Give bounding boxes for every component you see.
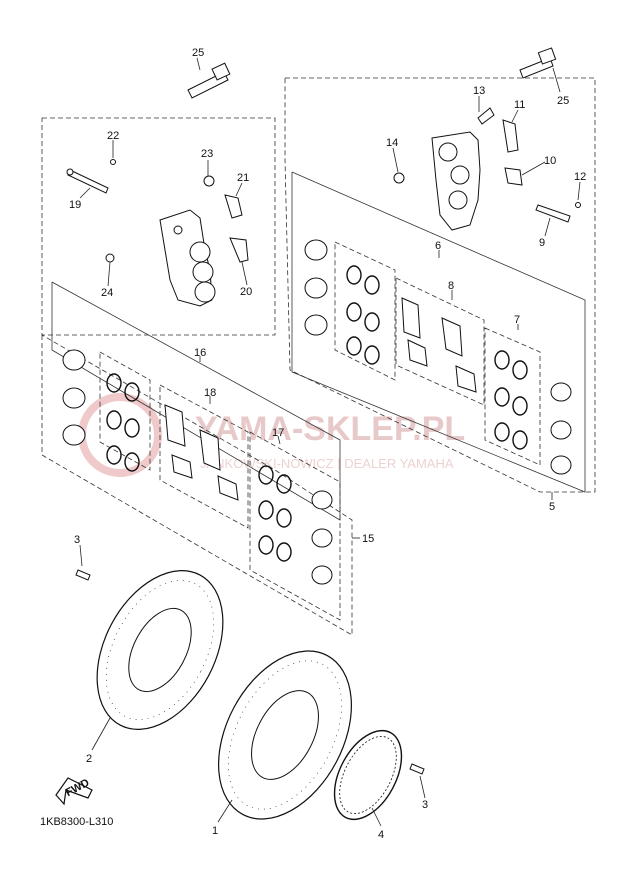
left-caliper [159, 209, 216, 307]
pad-box-8 [395, 277, 485, 406]
seal-box-17 [249, 431, 341, 621]
bolt-25-left [187, 62, 231, 99]
seal-box-6 [334, 241, 396, 381]
bleed-23 [203, 175, 215, 187]
callout-4: 4 [378, 829, 384, 841]
callout-10: 10 [544, 155, 556, 167]
left-pads-18 [164, 404, 239, 501]
callout-25-right: 25 [557, 95, 569, 107]
callout-1: 1 [212, 825, 218, 837]
washer-24 [105, 253, 115, 263]
washer-14 [393, 172, 405, 184]
spring-10 [504, 167, 523, 186]
sensor-rotor-4 [333, 729, 403, 821]
callout-25-left: 25 [192, 47, 204, 59]
leader-lines [79, 57, 581, 827]
spring-21 [224, 194, 243, 219]
callout-8: 8 [448, 280, 454, 292]
callout-6: 6 [435, 240, 441, 252]
callout-20: 20 [240, 286, 252, 298]
seal-box-7 [484, 327, 541, 466]
callout-11: 11 [514, 99, 525, 111]
clip-22 [110, 159, 116, 165]
callout-7: 7 [514, 314, 520, 326]
callouts: 25 22 23 21 19 24 20 16 18 17 15 13 11 1… [69, 47, 586, 841]
left-kit-box [41, 334, 353, 636]
left-pistons-a [62, 349, 86, 446]
callout-15: 15 [362, 533, 374, 545]
watermark-sub: JANKOWSKI-NOWICZ | DEALER YAMAHA [200, 456, 454, 471]
callout-21: 21 [237, 172, 249, 184]
watermark-main: YAMA-SKLEP.PL [195, 410, 465, 448]
brake-disc-1 [218, 650, 352, 820]
right-kit-box [291, 171, 586, 493]
pad-box-18 [159, 384, 249, 529]
bolt-25-right [519, 47, 557, 79]
seal-box-16 [99, 351, 151, 471]
callout-24: 24 [101, 287, 113, 299]
right-pistons-a [304, 239, 328, 336]
callout-5: 5 [549, 501, 555, 513]
bolt-3-right [409, 763, 425, 775]
callout-23: 23 [201, 148, 213, 160]
bolt-3-left [75, 569, 91, 581]
left-seals-17 [258, 465, 292, 562]
spring-11 [502, 119, 519, 153]
right-caliper-box [284, 77, 596, 493]
callout-19: 19 [69, 199, 81, 211]
right-pistons-b [550, 382, 572, 475]
callout-17: 17 [272, 427, 284, 439]
callout-18: 18 [204, 387, 216, 399]
callout-22: 22 [107, 130, 119, 142]
left-pistons-b [311, 490, 333, 585]
callout-16: 16 [194, 347, 206, 359]
pin-9 [535, 204, 571, 223]
right-seals-7 [494, 350, 528, 450]
right-pads-8 [401, 297, 477, 393]
left-seals-16 [106, 373, 140, 472]
callout-13: 13 [473, 85, 485, 97]
callout-2: 2 [86, 753, 92, 765]
diagram-code: 1KB8300-L310 [40, 816, 113, 828]
bleed-13 [477, 107, 495, 125]
spring-20 [229, 237, 249, 263]
left-caliper-box [41, 117, 276, 336]
clip-12 [575, 202, 581, 208]
right-caliper [431, 131, 481, 231]
callout-12: 12 [574, 171, 586, 183]
pin-19 [66, 168, 109, 194]
callout-3-left: 3 [74, 534, 80, 546]
brake-disc-2 [96, 570, 224, 730]
callout-3-right: 3 [422, 799, 428, 811]
callout-14: 14 [386, 137, 398, 149]
right-seals-6 [346, 265, 380, 365]
callout-9: 9 [539, 237, 545, 249]
fwd-arrow: FWD [55, 777, 93, 806]
